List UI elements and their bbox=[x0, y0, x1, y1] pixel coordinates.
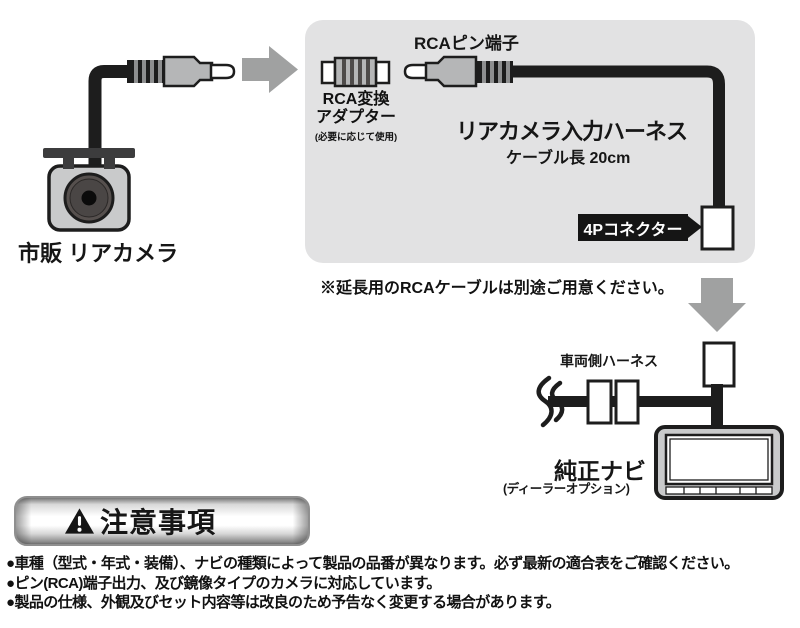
camera-label: 市販 リアカメラ bbox=[18, 241, 179, 266]
rca-pin-terminal-label: RCAピン端子 bbox=[414, 34, 519, 53]
harness-rca-plug-icon bbox=[403, 55, 513, 88]
rca-adapter-icon bbox=[320, 56, 391, 88]
camera-cable bbox=[88, 65, 132, 170]
arrow-right-icon bbox=[242, 46, 298, 93]
connector-4p-icon bbox=[700, 205, 735, 251]
rear-camera-icon bbox=[43, 148, 135, 232]
vehicle-harness-cable bbox=[548, 379, 723, 430]
extension-note: ※延長用のRCAケーブルは別途ご用意ください。 bbox=[320, 280, 674, 297]
note-bullet-1: ●車種（型式・年式・装備）、ナビの種類によって製品の品番が異なります。必ず最新の… bbox=[6, 555, 739, 572]
harness-cable bbox=[510, 65, 725, 208]
navi-unit-icon bbox=[654, 425, 784, 500]
adapter-label-line2: アダプター bbox=[315, 109, 396, 126]
navi-sublabel: (ディーラーオプション) bbox=[503, 482, 630, 496]
caution-banner-content: 注意事項 bbox=[64, 501, 216, 541]
connector-4p-label: 4Pコネクター bbox=[578, 214, 702, 241]
arrow-down-icon bbox=[688, 278, 746, 332]
caution-title: 注意事項 bbox=[99, 507, 216, 538]
rca-adapter-label: RCA変換 アダプター (必要に応じて使用) bbox=[302, 91, 410, 143]
caution-banner: 注意事項 bbox=[14, 496, 310, 546]
cable-length-label: ケーブル長 20cm bbox=[506, 150, 631, 167]
vehicle-connector-icon bbox=[702, 341, 736, 388]
cable-squiggle-icon bbox=[536, 375, 565, 428]
adapter-label-line1: RCA変換 bbox=[322, 91, 390, 108]
note-bullet-3: ●製品の仕様、外観及びセット内容等は改良のため予告なく変更する場合があります。 bbox=[6, 594, 561, 611]
notes-list: ●車種（型式・年式・装備）、ナビの種類によって製品の品番が異なります。必ず最新の… bbox=[6, 554, 798, 613]
camera-rca-plug-icon bbox=[127, 55, 236, 88]
note-bullet-2: ●ピン(RCA)端子出力、及び鏡像タイプのカメラに対応しています。 bbox=[6, 574, 441, 592]
adapter-label-note: (必要に応じて使用) bbox=[314, 132, 398, 143]
vehicle-harness-label: 車両側ハーネス bbox=[560, 353, 658, 369]
navi-label: 純正ナビ bbox=[554, 458, 646, 484]
warning-triangle-icon bbox=[64, 508, 95, 534]
harness-title: リアカメラ入力ハーネス bbox=[456, 119, 688, 144]
